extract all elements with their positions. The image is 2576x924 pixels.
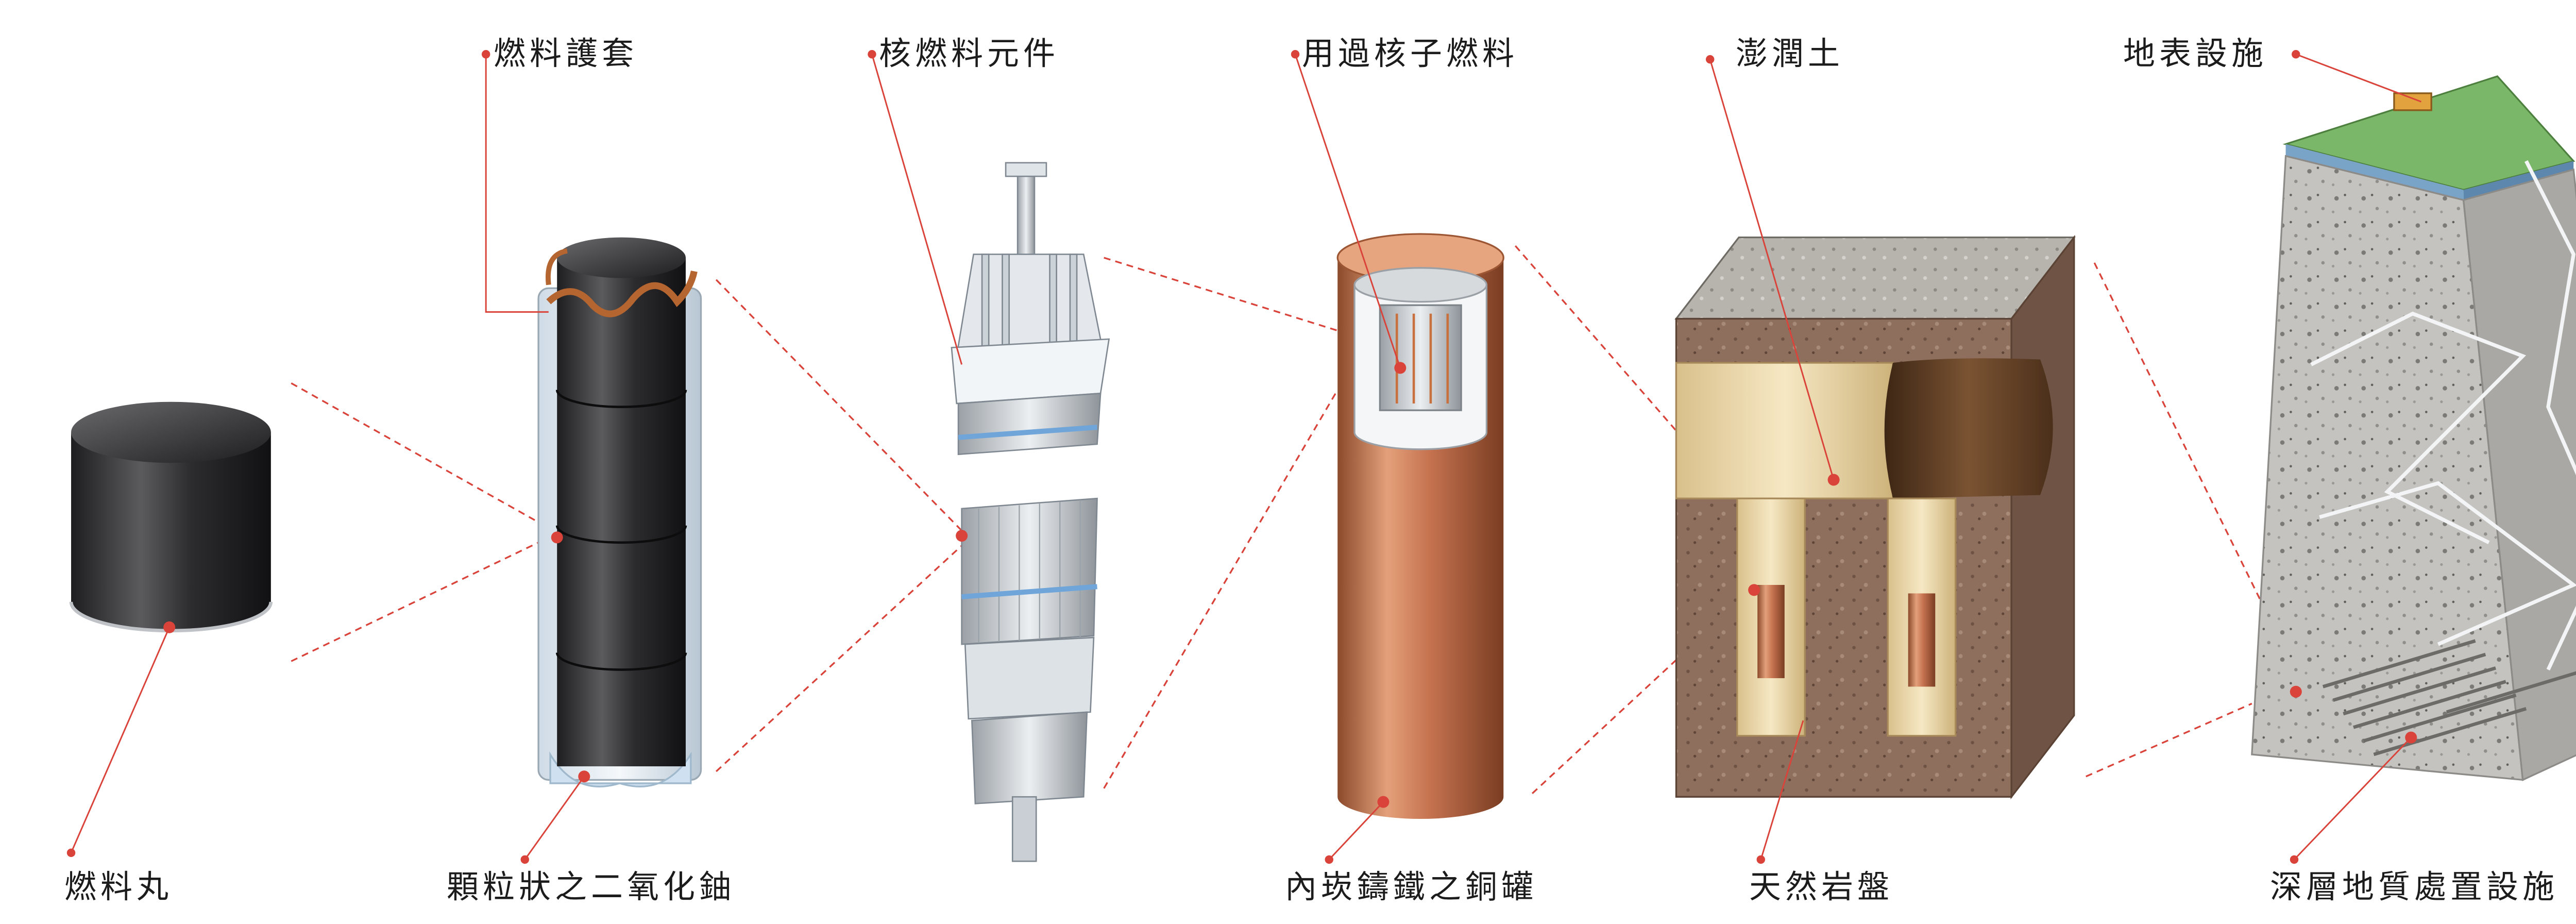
label-repository: 深層地質處置設施 [2270, 868, 2559, 905]
label-copper-canister: 內崁鑄鐵之銅罐 [1285, 868, 1538, 905]
fuel-rod-illustration [537, 237, 702, 787]
leader-dots [66, 50, 2417, 864]
label-spent-fuel: 用過核子燃料 [1302, 35, 1519, 72]
label-fuel-assembly: 核燃料元件 [879, 35, 1060, 72]
fuel-assembly-illustration [951, 162, 1110, 862]
repository-illustration [2251, 75, 2576, 781]
label-bedrock: 天然岩盤 [1749, 868, 1894, 905]
label-fuel-pellet: 燃料丸 [64, 868, 173, 905]
copper-canister-illustration [1336, 233, 1504, 819]
leader-lines [70, 53, 2422, 861]
bedrock-block-illustration [1674, 234, 2076, 800]
label-uo2-pellets: 顆粒狀之二氧化鈾 [447, 868, 736, 905]
fuel-pellet-illustration [69, 401, 273, 633]
label-surface-facility: 地表設施 [2123, 35, 2268, 72]
label-bentonite: 澎潤土 [1736, 35, 1844, 72]
label-fuel-cladding: 燃料護套 [494, 35, 638, 72]
